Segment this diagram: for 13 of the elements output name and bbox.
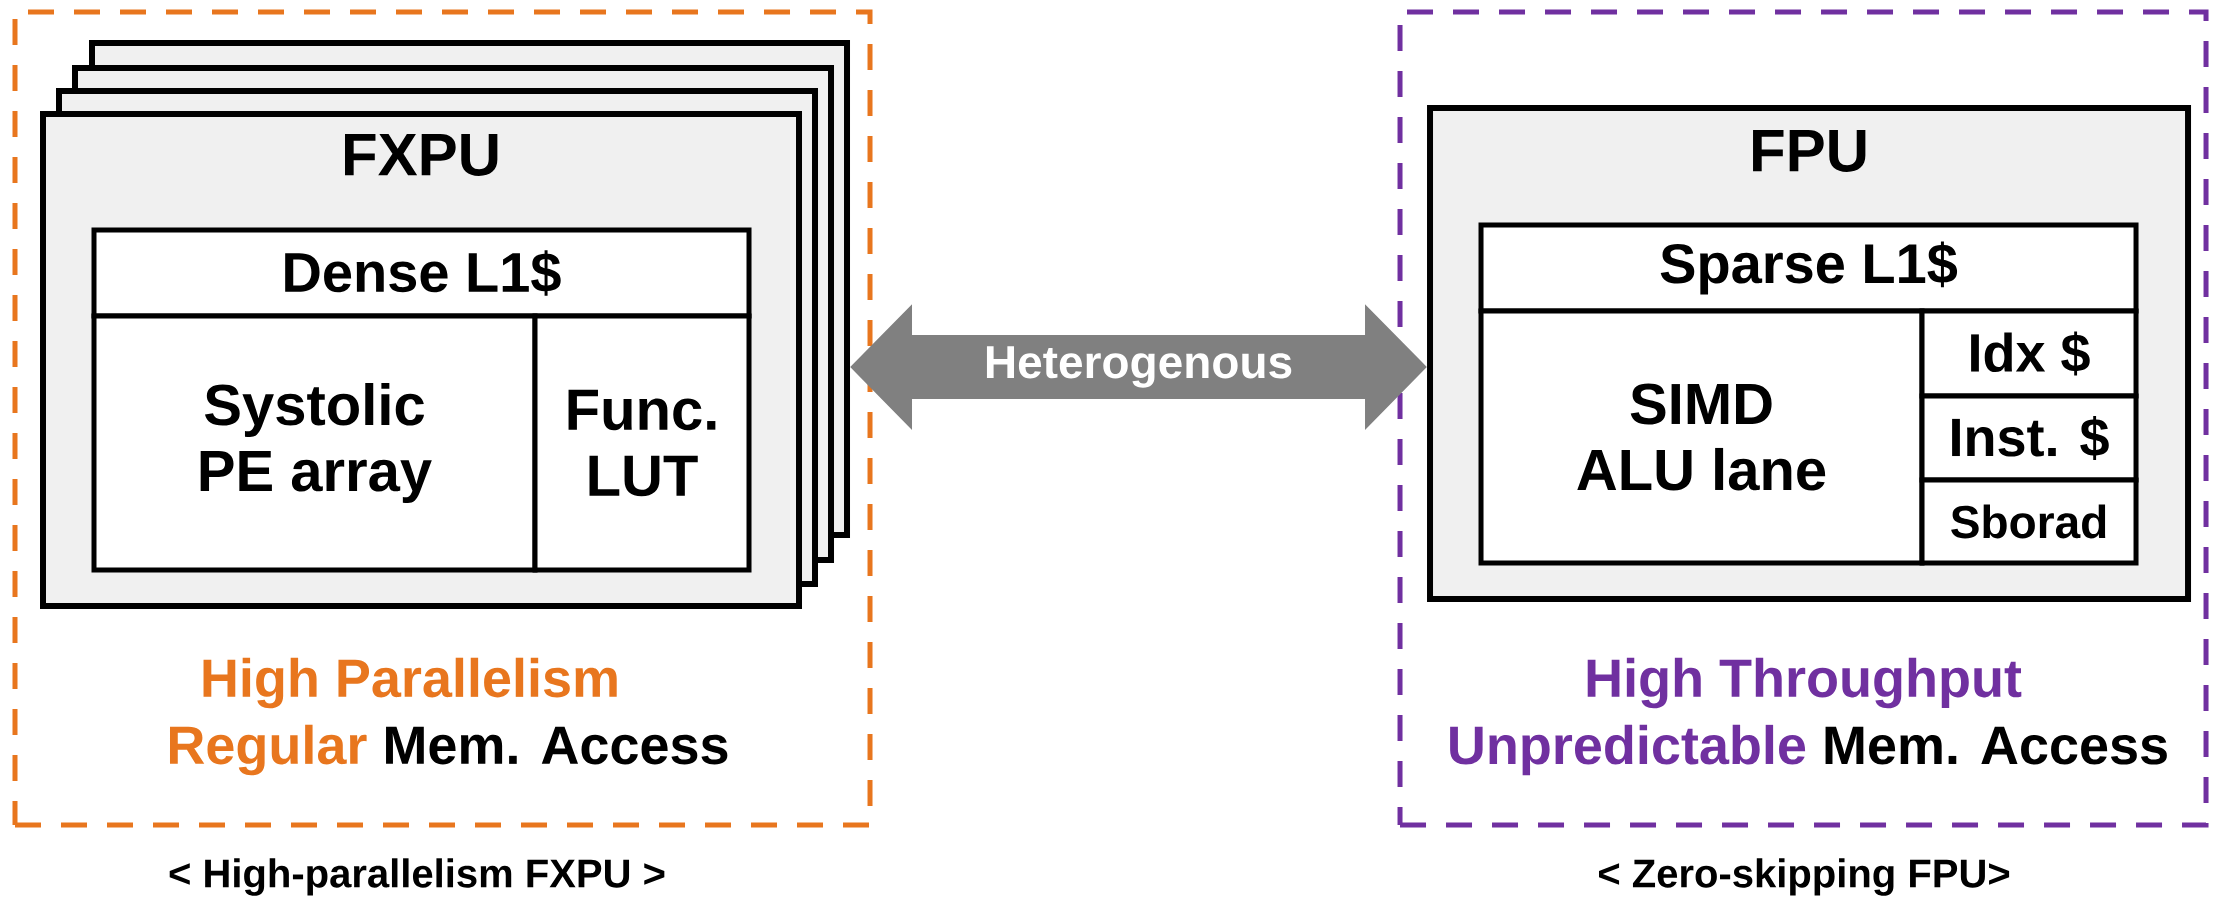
component-cell: Idx $ [1919, 308, 2139, 399]
feature-text: High Parallelism [203, 657, 617, 709]
component-cell: Dense L1$ [91, 227, 752, 319]
region-label: < High-parallelism FXPU > [169, 858, 665, 896]
feature-text: Unpredictable Mem. Access [1450, 724, 2167, 776]
component-cell: Sborad [1919, 477, 2139, 566]
component-cell: Inst. $ [1919, 393, 2139, 483]
feature-text: High Throughput [1587, 657, 2022, 709]
region-label: < Zero-skipping FPU> [1599, 858, 2010, 896]
feature-text: Regular Mem. Access [170, 724, 728, 776]
component-cell: Func. LUT [532, 313, 752, 573]
edge-label: Heterogenous [981, 344, 1296, 390]
component-cell: SIMD ALU lane [1478, 308, 1925, 566]
